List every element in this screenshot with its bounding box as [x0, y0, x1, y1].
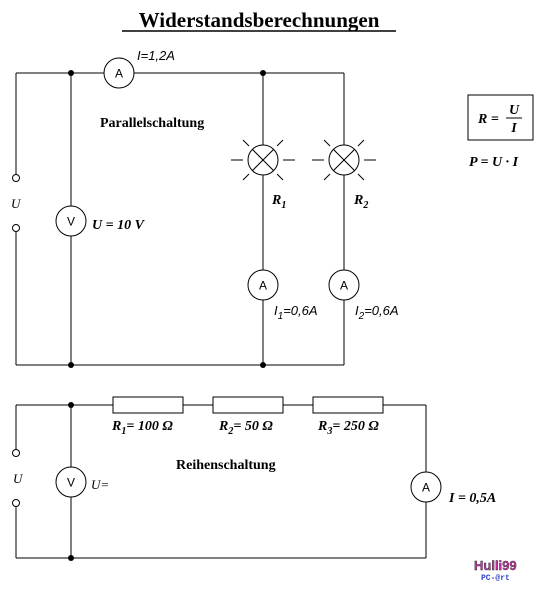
svg-text:A: A: [115, 67, 123, 81]
ammeter-icon: A: [247, 269, 279, 301]
page-title: Widerstandsberechnungen: [139, 8, 380, 32]
svg-text:Hulli99: Hulli99: [474, 558, 517, 573]
lamp-1-label: R1: [271, 193, 286, 211]
power-formula: P = U · I: [469, 155, 519, 170]
junction-icon: [68, 70, 74, 76]
lamp-icon: [312, 139, 376, 181]
svg-text:V: V: [67, 476, 75, 490]
voltmeter-reading: U = 10 V: [92, 218, 146, 233]
resistor-icon: [212, 396, 284, 414]
terminal-icon: [12, 449, 20, 457]
svg-text:PC-@rt: PC-@rt: [481, 574, 510, 583]
lamp-2-label: R2: [353, 193, 368, 211]
junction-icon: [260, 362, 266, 368]
terminal-icon: [12, 499, 20, 507]
svg-text:A: A: [259, 279, 267, 293]
svg-text:A: A: [340, 279, 348, 293]
series-voltage-source-label: U: [13, 471, 24, 486]
voltmeter-icon: V: [55, 466, 87, 498]
junction-icon: [68, 402, 74, 408]
branch-current-1-label: I1=0,6A: [274, 303, 318, 322]
ammeter-icon: A: [410, 471, 442, 503]
resistor-3-label: R3= 250 Ω: [317, 419, 379, 437]
parallel-heading: Parallelschaltung: [100, 116, 204, 131]
resistor-icon: [312, 396, 384, 414]
ammeter-icon: A: [328, 269, 360, 301]
series-heading: Reihenschaltung: [176, 458, 276, 473]
lamp-icon: [231, 139, 295, 181]
resistance-formula-box: [467, 94, 534, 141]
junction-icon: [260, 70, 266, 76]
junction-icon: [68, 362, 74, 368]
resistance-formula-lhs: R =: [477, 112, 499, 127]
branch-current-2-label: I2=0,6A: [355, 303, 399, 322]
series-voltmeter-reading: U=: [91, 477, 109, 492]
voltmeter-icon: V: [55, 205, 87, 237]
resistor-1-label: R1= 100 Ω: [111, 419, 173, 437]
svg-text:V: V: [67, 215, 75, 229]
logo: Hulli99 PC-@rt: [474, 558, 517, 583]
series-current-label: I = 0,5A: [448, 491, 496, 506]
resistor-icon: [112, 396, 184, 414]
svg-text:A: A: [422, 481, 430, 495]
terminal-icon: [12, 174, 20, 182]
voltage-source-label: U: [11, 196, 22, 211]
resistor-2-label: R2= 50 Ω: [218, 419, 273, 437]
junction-icon: [68, 555, 74, 561]
resistance-formula-denominator: I: [510, 121, 517, 136]
total-current-label: I=1,2A: [137, 48, 175, 63]
resistance-formula-numerator: U: [509, 103, 520, 118]
series-circuit: [15, 404, 427, 559]
ammeter-icon: A: [103, 57, 135, 89]
terminal-icon: [12, 224, 20, 232]
